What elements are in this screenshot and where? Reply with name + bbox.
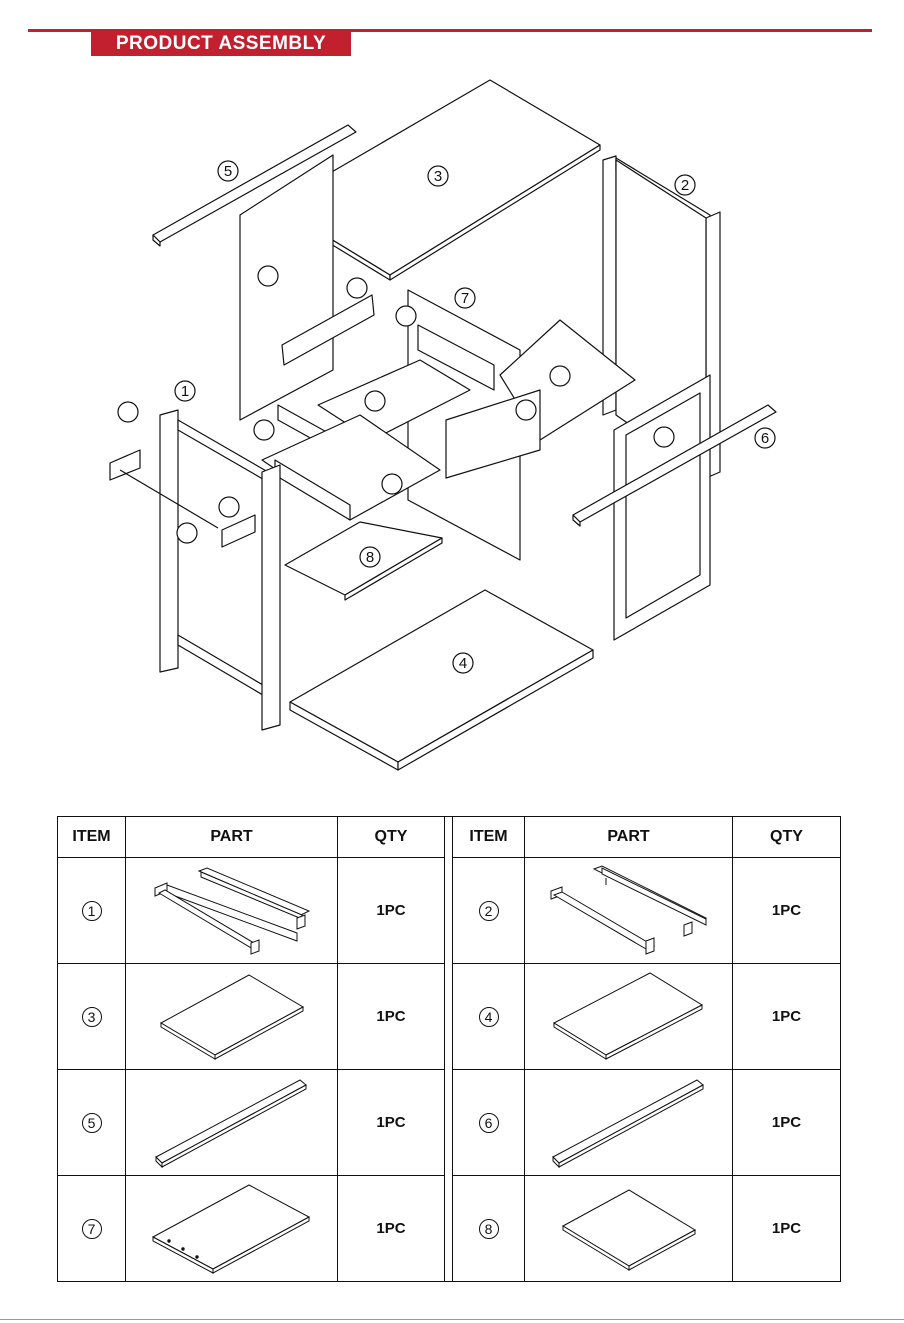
quantity: 1PC [772, 1220, 801, 1237]
frame-panel-icon [546, 863, 711, 958]
quantity: 1PC [772, 1114, 801, 1131]
callout-1: 1 [175, 381, 195, 401]
exploded-assembly-diagram: 5 3 2 7 1 6 8 4 [0, 60, 904, 790]
shelf-board-icon [559, 1186, 699, 1271]
quantity: 1PC [376, 902, 405, 919]
board-panel-icon [550, 971, 708, 1063]
item-number: 4 [479, 1007, 499, 1027]
svg-text:5: 5 [224, 163, 232, 180]
item-number: 6 [479, 1113, 499, 1133]
item-number: 8 [479, 1219, 499, 1239]
header-item: ITEM [58, 817, 126, 858]
board-panel-icon [157, 971, 307, 1063]
item-number: 7 [82, 1219, 102, 1239]
item-number: 5 [82, 1113, 102, 1133]
svg-text:6: 6 [761, 430, 769, 447]
callout-5: 5 [218, 161, 238, 181]
table-row: 1 1PC 2 1 [58, 858, 841, 964]
quantity: 1PC [772, 902, 801, 919]
page-title: PRODUCT ASSEMBLY [91, 31, 351, 56]
item-number: 3 [82, 1007, 102, 1027]
callout-8: 8 [360, 547, 380, 567]
item-number: 1 [82, 901, 102, 921]
svg-text:4: 4 [459, 655, 467, 672]
quantity: 1PC [772, 1008, 801, 1025]
callout-4: 4 [453, 653, 473, 673]
callout-7: 7 [455, 288, 475, 308]
quantity: 1PC [376, 1008, 405, 1025]
table-gap [445, 817, 453, 858]
rail-bar-icon [152, 1077, 312, 1169]
item-number: 2 [479, 901, 499, 921]
header-item: ITEM [453, 817, 525, 858]
svg-text:2: 2 [681, 177, 689, 194]
table-header-row: ITEM PART QTY ITEM PART QTY [58, 817, 841, 858]
back-panel [240, 155, 333, 420]
footer-rule [0, 1319, 904, 1320]
parts-table: ITEM PART QTY ITEM PART QTY 1 1PC 2 [57, 816, 841, 1282]
callout-3: 3 [428, 166, 448, 186]
header-qty: QTY [338, 817, 445, 858]
table-row: 3 1PC 4 1PC [58, 964, 841, 1070]
header-part: PART [525, 817, 733, 858]
table-row: 7 1PC 8 1PC [58, 1176, 841, 1282]
drilled-board-icon [149, 1181, 314, 1276]
svg-text:1: 1 [181, 383, 189, 400]
left-frame [160, 410, 280, 730]
quantity: 1PC [376, 1220, 405, 1237]
header-qty: QTY [733, 817, 841, 858]
frame-panel-icon [147, 863, 317, 958]
header-part: PART [126, 817, 338, 858]
callout-6: 6 [755, 428, 775, 448]
bottom-panel [290, 590, 593, 770]
quantity: 1PC [376, 1114, 405, 1131]
callout-2: 2 [675, 175, 695, 195]
rail-bar-icon [549, 1077, 709, 1169]
svg-text:7: 7 [461, 290, 469, 307]
svg-text:3: 3 [434, 168, 442, 185]
table-row: 5 1PC 6 1PC [58, 1070, 841, 1176]
svg-text:8: 8 [366, 549, 374, 566]
